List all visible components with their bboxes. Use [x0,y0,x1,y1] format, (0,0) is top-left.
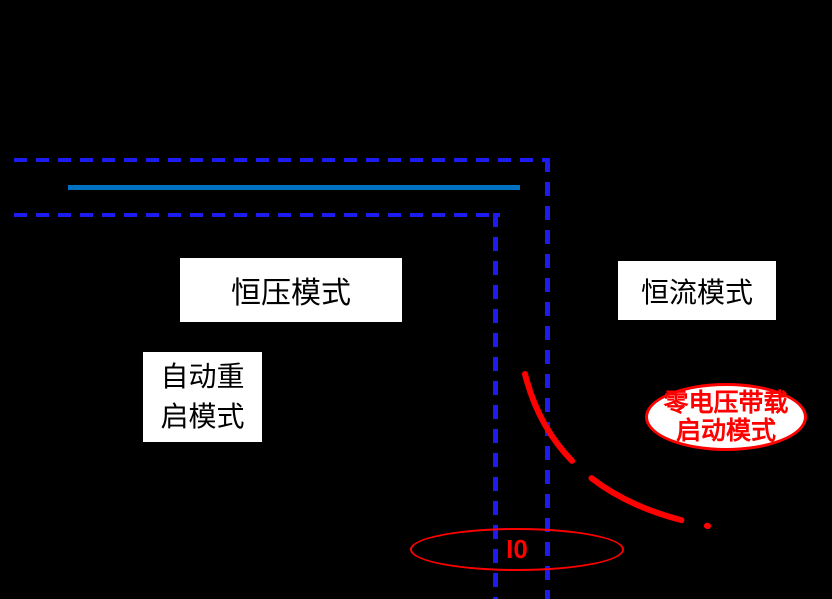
constant-voltage-mode-box: 恒压模式 [180,258,402,322]
lower-voltage-dashed-line [14,213,500,217]
i0-current-label: I0 [506,534,528,564]
constant-voltage-level-line [68,185,520,190]
left-current-limit-dashed-line [493,213,498,599]
upper-voltage-dashed-line [14,158,550,162]
auto-restart-mode-box: 自动重 启模式 [143,352,262,442]
zero-voltage-startup-label-line1: 零电压带载 [663,389,789,417]
constant-current-mode-box: 恒流模式 [618,261,776,320]
zero-voltage-startup-oval: 零电压带载 启动模式 [645,383,807,451]
right-current-limit-dashed-line [545,158,550,599]
auto-restart-mode-label-line1: 自动重 [160,361,245,392]
constant-voltage-mode-label: 恒压模式 [231,277,351,310]
i0-current-oval: I0 [410,528,624,571]
zero-voltage-startup-label-line2: 启动模式 [675,417,776,445]
foldback-current-curve [522,371,711,529]
constant-current-mode-label: 恒流模式 [640,276,753,308]
auto-restart-mode-label-line2: 启模式 [160,401,245,432]
